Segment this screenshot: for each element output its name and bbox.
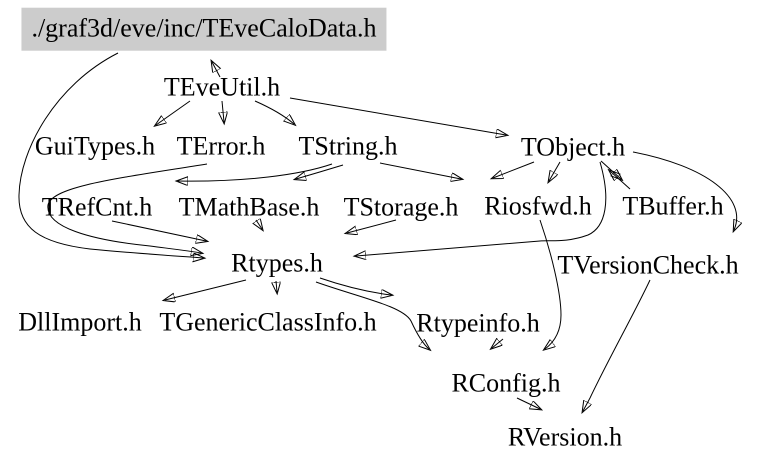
node-terror[interactable]: TError.h bbox=[176, 131, 266, 161]
node-tbuffer[interactable]: TBuffer.h bbox=[622, 191, 724, 221]
edge-rtypes-to-tgenericclassinfo bbox=[276, 280, 277, 292]
edge-riosfwd-to-rconfig bbox=[539, 219, 562, 349]
node-tstring[interactable]: TString.h bbox=[298, 131, 398, 161]
edge-teveutil-to-root bbox=[212, 62, 220, 78]
node-tgenericclassinfo[interactable]: TGenericClassInfo.h bbox=[159, 307, 377, 337]
node-teveutil[interactable]: TEveUtil.h bbox=[163, 72, 281, 102]
edge-tstring-to-tstorage bbox=[379, 162, 461, 179]
node-tversioncheck[interactable]: TVersionCheck.h bbox=[557, 250, 739, 280]
node-tmathbase[interactable]: TMathBase.h bbox=[178, 192, 320, 222]
node-rversion[interactable]: RVersion.h bbox=[507, 422, 623, 452]
edge-teveutil-to-terror bbox=[222, 100, 224, 122]
edge-tobject-to-riosfwd bbox=[549, 161, 561, 181]
node-tobject[interactable]: TObject.h bbox=[520, 132, 626, 162]
edge-tstorage-to-rtypes bbox=[347, 219, 397, 233]
node-tstorage[interactable]: TStorage.h bbox=[343, 192, 459, 222]
edge-teveutil-to-guitypes bbox=[156, 100, 191, 125]
edge-tstring-to-trefcnt bbox=[178, 163, 333, 181]
edge-teveutil-to-tstring bbox=[254, 100, 294, 124]
edge-trefcnt-to-rtypes bbox=[111, 220, 206, 241]
edge-tobject-to-tstorage bbox=[493, 161, 535, 178]
edge-tversioncheck-to-rversion bbox=[583, 279, 651, 411]
edge-tstring-to-tmathbase bbox=[296, 164, 344, 179]
edge-rtypeinfo-to-rconfig bbox=[492, 339, 504, 348]
node-rtypes[interactable]: Rtypes.h bbox=[231, 248, 323, 278]
edge-rtypes-to-dllimport bbox=[165, 279, 247, 300]
edge-rtypes-to-rconfig bbox=[315, 281, 429, 349]
node-dllimport[interactable]: DllImport.h bbox=[18, 307, 142, 337]
edge-tmathbase-to-rtypes bbox=[256, 220, 262, 229]
node-root-teveCaloData: ./graf3d/eve/inc/TEveCaloData.h bbox=[21, 7, 387, 51]
node-trefcnt[interactable]: TRefCnt.h bbox=[41, 192, 153, 222]
node-riosfwd[interactable]: Riosfwd.h bbox=[484, 191, 592, 221]
edge-rtypes-to-rtypeinfo bbox=[319, 277, 391, 295]
edge-tobject-to-rtypes bbox=[356, 161, 607, 256]
edge-tbuffer-to-tobject bbox=[610, 171, 631, 190]
node-rtypeinfo[interactable]: Rtypeinfo.h bbox=[416, 308, 540, 338]
node-guitypes[interactable]: GuiTypes.h bbox=[34, 131, 156, 161]
edge-root-to-rtypes bbox=[18, 52, 203, 258]
edge-teveutil-to-tobject bbox=[289, 97, 506, 135]
node-rconfig[interactable]: RConfig.h bbox=[451, 368, 561, 398]
edge-tobject-to-tversioncheck bbox=[632, 151, 737, 230]
edge-terror-to-rtypes bbox=[47, 163, 208, 253]
edge-rconfig-to-rversion bbox=[516, 397, 540, 409]
